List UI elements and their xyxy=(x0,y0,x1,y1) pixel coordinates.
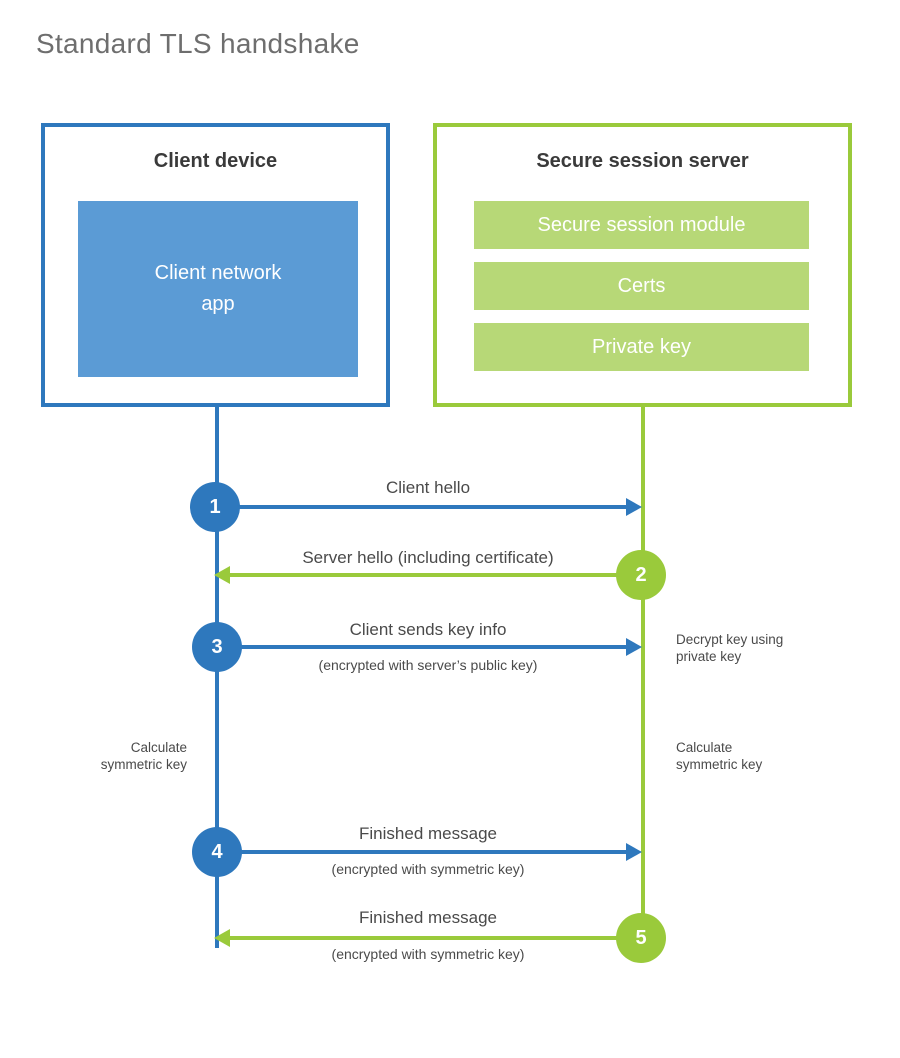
server-module-private-key: Private key xyxy=(474,323,809,371)
note-calc-symmetric-left: Calculate symmetric key xyxy=(100,740,187,772)
step-5-label: Finished message xyxy=(359,908,497,927)
page-title: Standard TLS handshake xyxy=(36,28,360,59)
step-4-label: Finished message xyxy=(359,824,497,843)
step-4-sublabel: (encrypted with symmetric key) xyxy=(331,861,525,877)
step-5-sublabel: (encrypted with symmetric key) xyxy=(331,946,525,962)
server-module-secure-session: Secure session module xyxy=(474,201,809,249)
client-network-app-box: Client network app xyxy=(78,201,358,377)
step-2-label: Server hello (including certificate) xyxy=(302,548,554,567)
step-1-arrow-right-icon xyxy=(217,498,642,516)
server-lifeline xyxy=(641,405,645,938)
step-1-circle: 1 xyxy=(190,482,240,532)
server-box-title: Secure session server xyxy=(536,150,749,172)
note-decrypt-key: Decrypt key using private key xyxy=(676,632,784,664)
note-calc-symmetric-right: Calculate symmetric key xyxy=(676,740,763,772)
step-3-sublabel: (encrypted with server’s public key) xyxy=(318,657,538,673)
server-module-certs: Certs xyxy=(474,262,809,310)
step-3-circle: 3 xyxy=(192,622,242,672)
client-device-title: Client device xyxy=(153,150,278,172)
step-4-arrow-right-icon xyxy=(217,843,642,861)
client-network-app-label: Client network app xyxy=(154,262,282,315)
step-2-arrow-left-icon xyxy=(214,566,641,584)
step-4-circle: 4 xyxy=(192,827,242,877)
step-5-circle: 5 xyxy=(616,913,666,963)
step-3-arrow-right-icon xyxy=(217,638,642,656)
step-2-circle: 2 xyxy=(616,550,666,600)
step-3-label: Client sends key info xyxy=(349,620,507,639)
client-lifeline xyxy=(215,405,219,948)
step-1-label: Client hello xyxy=(385,478,471,497)
step-5-arrow-left-icon xyxy=(214,929,641,947)
